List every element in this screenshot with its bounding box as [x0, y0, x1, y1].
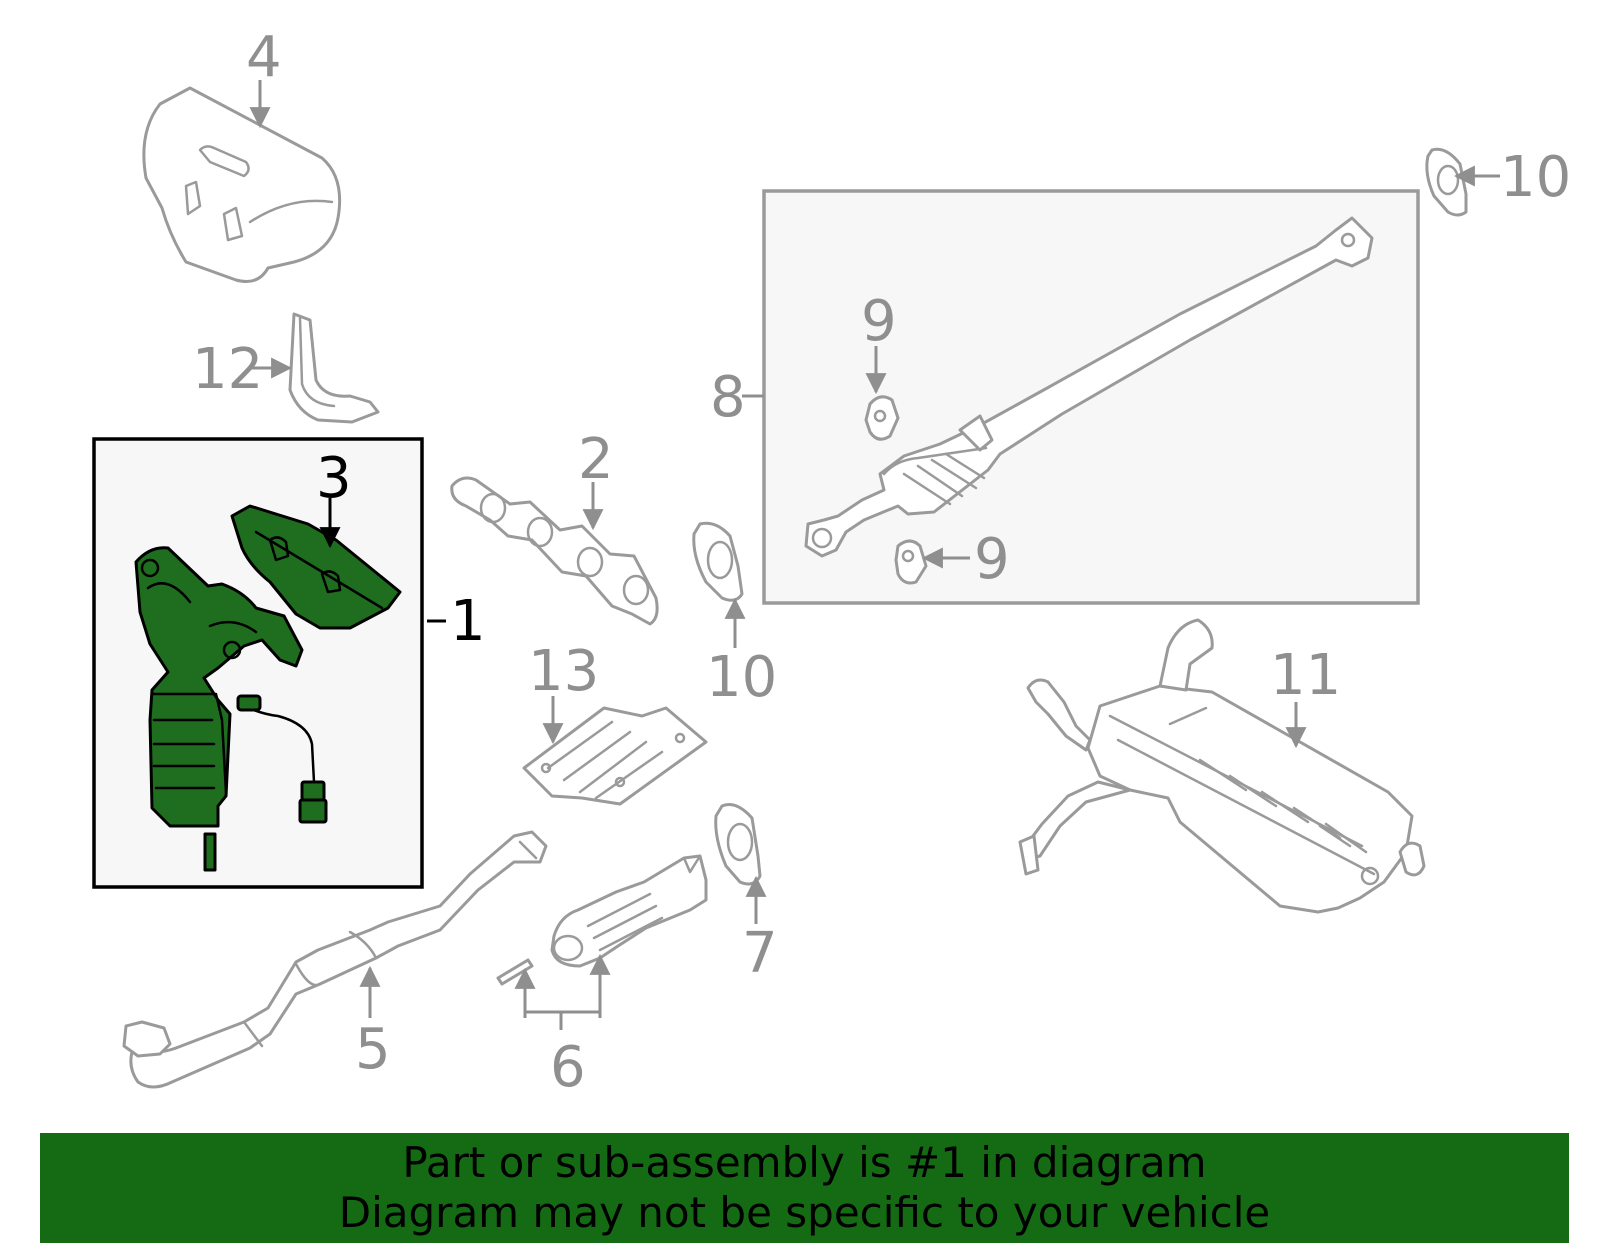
muffler-part-11[interactable] [1018, 618, 1426, 914]
callout-11: 11 [1270, 643, 1341, 708]
bracket-part-12[interactable] [288, 312, 380, 424]
callout-10-upper: 10 [1500, 145, 1571, 210]
callout-7: 7 [742, 921, 778, 986]
center-pipe-part-8[interactable] [804, 216, 1374, 558]
callout-8: 8 [710, 365, 746, 430]
hanger-part-9-upper[interactable] [864, 395, 900, 441]
catalytic-converter-part-6[interactable] [496, 854, 708, 986]
callout-2: 2 [578, 427, 614, 492]
hanger-part-9-lower[interactable] [894, 539, 928, 585]
heat-protector-part-3[interactable] [230, 504, 402, 630]
heat-shield-plate-part-13[interactable] [522, 706, 708, 806]
heat-shield-part-4[interactable] [142, 86, 342, 283]
front-pipe-part-5[interactable] [122, 830, 548, 1089]
gasket-part-10-upper[interactable] [1425, 147, 1468, 217]
banner-line-part-number: Part or sub-assembly is #1 in diagram [402, 1138, 1207, 1187]
callout-5: 5 [355, 1017, 391, 1082]
callout-4: 4 [246, 25, 282, 90]
banner-line-disclaimer: Diagram may not be specific to your vehi… [338, 1188, 1271, 1237]
callout-6: 6 [550, 1035, 586, 1100]
callout-13: 13 [528, 639, 599, 704]
gasket-part-10-lower[interactable] [692, 521, 744, 602]
callout-1: 1 [450, 589, 486, 654]
assembly-box-part-1 [92, 437, 424, 889]
callout-10-lower: 10 [706, 645, 777, 710]
callout-3: 3 [316, 446, 352, 511]
leader-lines [248, 80, 1500, 1030]
exhaust-manifold-part-1[interactable] [134, 546, 328, 872]
gasket-part-7[interactable] [714, 803, 762, 886]
callout-12: 12 [192, 337, 263, 402]
callout-9-upper: 9 [861, 289, 897, 354]
manifold-gasket-part-2[interactable] [450, 476, 659, 626]
info-banner: Part or sub-assembly is #1 in diagram Di… [40, 1133, 1569, 1243]
callout-9-lower: 9 [974, 527, 1010, 592]
